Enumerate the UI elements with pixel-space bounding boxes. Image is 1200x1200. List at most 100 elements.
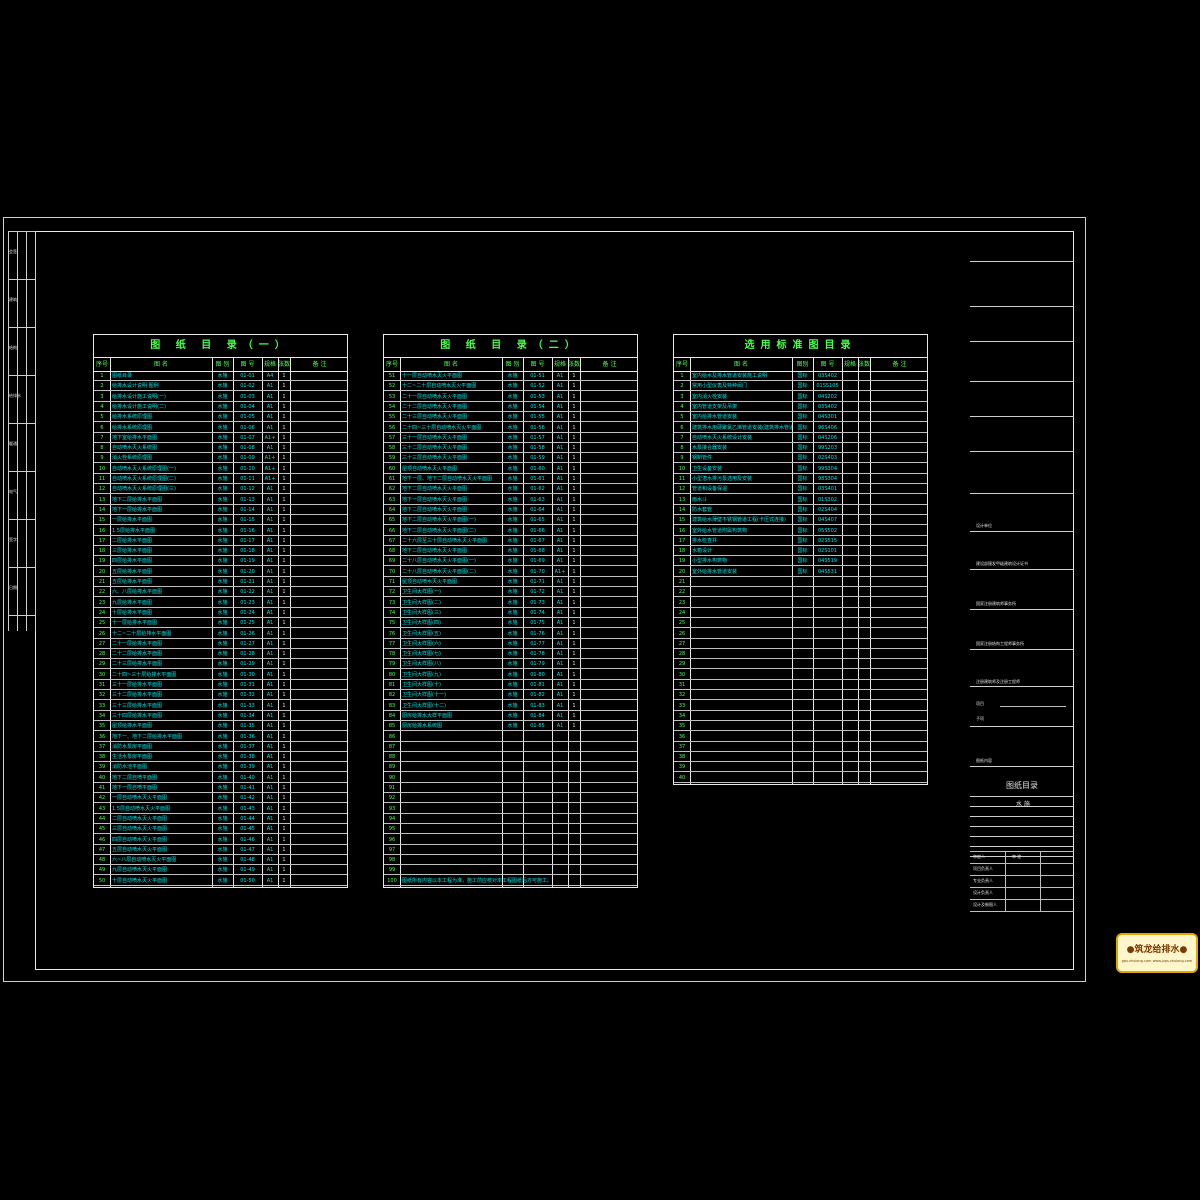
drawing-name: 三层自动喷水灭火平面图	[112, 826, 168, 833]
sheet-count: 1	[572, 692, 576, 699]
paper-size	[842, 434, 858, 443]
paper-size: A1	[556, 517, 564, 524]
drawing-name: 二十四~三十层给排水平面图	[112, 671, 177, 678]
drawing-category: 水施	[217, 712, 228, 719]
row-number: 6	[680, 424, 684, 431]
row-number: 80	[388, 671, 396, 678]
sheet-count: 1	[572, 558, 576, 565]
row-number: 36	[98, 733, 106, 740]
paper-size: A1	[266, 393, 274, 400]
drawing-category: 水施	[217, 702, 228, 709]
drawing-category: 水施	[217, 465, 228, 472]
row-number: 68	[388, 548, 396, 555]
sheet-count	[858, 444, 870, 453]
drawing-category: 水施	[217, 846, 228, 853]
sheet-count	[858, 753, 870, 762]
drawing-number: 01-31	[240, 682, 255, 688]
paper-size	[552, 743, 568, 752]
sheet-type: 水 施	[1016, 801, 1030, 808]
paper-size: A1	[266, 836, 274, 843]
drawing-name: 给排水设计施工说明(一)	[112, 393, 166, 400]
table-row: 35	[674, 722, 927, 732]
drawing-number: 02S404	[817, 506, 838, 513]
drawing-number: 01-39	[240, 764, 255, 771]
sheet-count	[858, 599, 870, 608]
drawing-name: 卫生设备安装	[692, 465, 723, 472]
paper-size	[552, 794, 568, 803]
sheet-count: 1	[282, 373, 286, 379]
sheet-count: 1	[572, 682, 576, 688]
drawing-number: 01-40	[240, 774, 255, 781]
row-number: 42	[98, 795, 106, 802]
drawing-category	[792, 681, 813, 690]
paper-size: A1	[556, 671, 564, 678]
row-number: 17	[678, 537, 686, 544]
table-row: 99	[384, 866, 637, 876]
sheet-count	[568, 866, 580, 875]
drawing-category: 水施	[507, 393, 518, 400]
drawing-number	[523, 836, 552, 845]
row-number: 93	[388, 805, 396, 812]
sheet-count	[858, 609, 870, 618]
drawing-category: 国标	[797, 414, 808, 421]
drawing-number	[523, 733, 552, 742]
drawing-number: 01-10	[240, 465, 255, 472]
sheet-count	[858, 568, 870, 577]
sheet-count: 1	[572, 599, 576, 606]
sheet-count	[568, 794, 580, 803]
drawing-number: 03S402	[817, 373, 838, 379]
sheet-count: 1	[572, 424, 576, 431]
paper-size	[552, 784, 568, 793]
drawing-name: 卫生间大样图(十)	[402, 682, 441, 688]
drawing-name: 水泵接合器安装	[692, 445, 728, 452]
drawing-category: 水施	[507, 527, 518, 534]
header-cell: 图 名	[154, 361, 168, 368]
row-number: 88	[388, 754, 396, 761]
drawing-category	[502, 805, 523, 814]
drawing-category: 水施	[217, 517, 228, 524]
drawing-name: 1.5层自动喷水灭火平面图	[112, 805, 170, 812]
sheet-count: 1	[282, 743, 286, 750]
row-number: 44	[98, 815, 106, 822]
paper-size	[842, 578, 858, 587]
drawing-name	[692, 609, 792, 618]
drawing-category	[792, 691, 813, 700]
drawing-name: 地下二层给排水平面图	[112, 496, 163, 503]
drawing-name: 室内给排水管道安装	[692, 414, 738, 421]
drawing-category: 水施	[217, 723, 228, 730]
paper-size	[552, 733, 568, 742]
drawing-category: 水施	[507, 455, 518, 462]
drawing-number: 01-45	[240, 826, 255, 833]
row-number: 76	[388, 630, 396, 637]
drawing-content-label: 图纸内容	[976, 758, 992, 763]
row-number: 78	[388, 651, 396, 658]
drawing-number	[523, 753, 552, 762]
sheet-count: 1	[572, 712, 576, 719]
row-number: 20	[678, 568, 686, 575]
paper-size: A1	[556, 445, 564, 452]
drawing-number: 01-07	[240, 434, 255, 441]
drawing-category: 水施	[507, 558, 518, 565]
sheet-count: 1	[282, 486, 286, 493]
row-number: 30	[678, 671, 686, 678]
row-number: 8	[100, 445, 104, 452]
paper-size	[842, 774, 858, 783]
drawing-category	[792, 763, 813, 772]
drawing-name: 地下一层给排水平面图	[112, 506, 163, 513]
drawing-category: 国标	[797, 465, 808, 472]
sheet-count	[568, 825, 580, 834]
row-number: 77	[388, 640, 396, 647]
sheet-count: 1	[282, 702, 286, 709]
drawing-number	[813, 588, 842, 597]
row-number: 16	[678, 527, 686, 534]
sheet-count: 1	[572, 476, 576, 482]
